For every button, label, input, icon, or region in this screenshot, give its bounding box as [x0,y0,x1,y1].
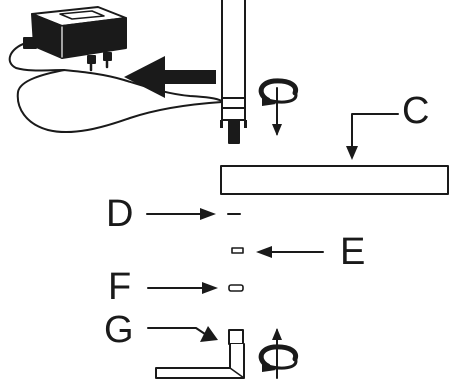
label-c: C [402,90,430,132]
rotate-arrow-icon [258,328,299,379]
callout-d-leader [146,208,216,220]
part-f [228,284,244,292]
part-e [231,247,244,254]
label-g: G [104,309,134,351]
callout-e-leader [256,246,324,258]
label-f: F [108,266,132,308]
callout-g-leader [147,326,218,342]
label-d: D [106,193,134,235]
label-e: E [340,231,366,273]
callout-f-leader [147,282,218,294]
rotate-arrow-icon [258,78,299,136]
part-g-hex-key [155,329,245,379]
power-cord-loop [16,69,223,134]
power-cord [8,42,223,102]
callout-c-leader [346,113,399,160]
power-adapter-icon [23,6,127,72]
direction-arrow-icon [124,56,216,98]
part-c-bar [220,165,449,195]
vertical-pole [220,0,247,144]
